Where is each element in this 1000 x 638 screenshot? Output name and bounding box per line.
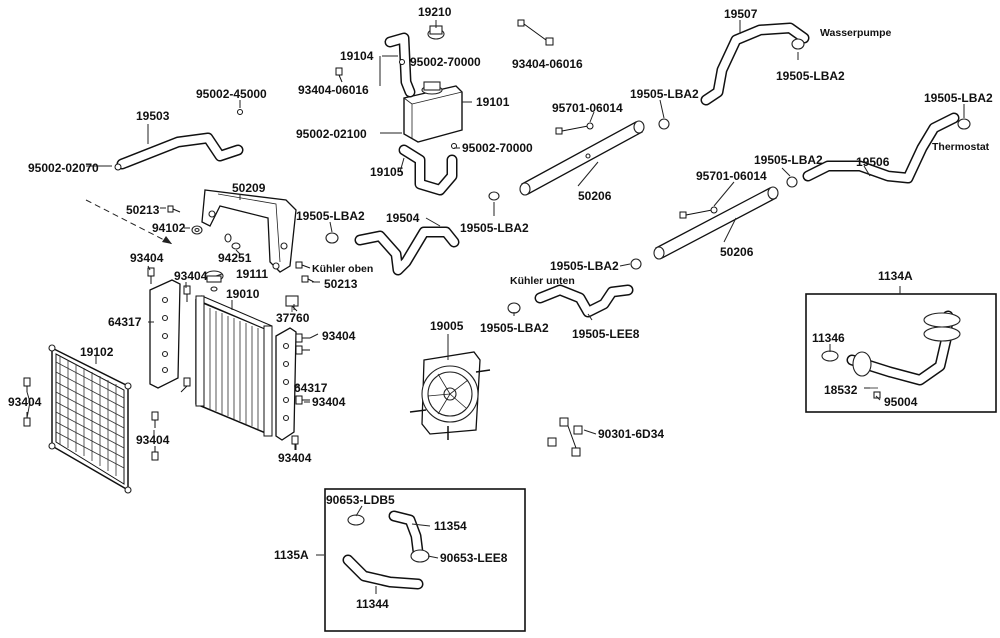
label-19505-c: 19505-LBA2	[296, 209, 365, 223]
note-kuehler-unten: Kühler unten	[510, 275, 575, 287]
cooling-fan-19005	[409, 351, 491, 440]
label-50206-a: 50206	[578, 189, 612, 203]
grommet-94102	[191, 225, 203, 235]
label-93404-r3: 93404	[278, 451, 312, 465]
water-pipe-50206-lower	[653, 186, 779, 260]
label-95004: 95004	[884, 395, 918, 409]
label-94251: 94251	[218, 251, 252, 265]
radiator-cap-19111	[204, 270, 224, 292]
clamps-lba2-upper	[658, 118, 971, 130]
label-93404-06016-left: 93404-06016	[298, 83, 369, 97]
label-94102: 94102	[152, 221, 186, 235]
bolt-95701-upper	[555, 122, 594, 135]
note-kuehler-oben: Kühler oben	[312, 263, 373, 275]
label-1135A: 1135A	[274, 548, 309, 562]
label-90301-6d34: 90301-6D34	[598, 427, 664, 441]
label-18532: 18532	[824, 383, 858, 397]
label-19506: 19506	[856, 155, 890, 169]
label-19104: 19104	[340, 49, 374, 63]
label-1134A: 1134A	[878, 269, 913, 283]
note-wasserpumpe: Wasserpumpe	[820, 27, 892, 39]
inset-box-1135A	[324, 488, 526, 632]
label-11344: 11344	[356, 597, 389, 611]
hose-kuehler-unten	[534, 284, 634, 318]
label-93404-r1: 93404	[322, 329, 356, 343]
collar-94251	[224, 233, 241, 250]
side-bracket-64317-left	[149, 279, 181, 389]
inset-box-1134A	[805, 293, 997, 413]
label-90653-ldb5: 90653-LDB5	[326, 493, 395, 507]
clips-95002	[114, 109, 243, 171]
hose-19503	[116, 132, 244, 170]
label-95002-70000-top: 95002-70000	[410, 55, 481, 69]
thermo-switch-37760	[285, 295, 299, 312]
label-95002-45000: 95002-45000	[196, 87, 267, 101]
label-19505-lee8: 19505-LEE8	[572, 327, 640, 341]
label-19503: 19503	[136, 109, 170, 123]
hose-19507	[700, 22, 810, 106]
assembly-arrow-line	[85, 199, 173, 245]
label-93404-bottom-mid: 93404	[136, 433, 170, 447]
label-19101: 19101	[476, 95, 510, 109]
note-thermostat: Thermostat	[932, 141, 990, 153]
hose-19504	[354, 226, 460, 276]
label-93404-l1: 93404	[130, 251, 164, 265]
label-19505-e: 19505-LBA2	[550, 259, 619, 273]
label-95002-70000-mid: 95002-70000	[462, 141, 533, 155]
label-19505-f: 19505-LBA2	[480, 321, 549, 335]
label-19504: 19504	[386, 211, 420, 225]
hose-19506	[802, 112, 960, 184]
label-50213-b: 50213	[324, 277, 358, 291]
label-19105: 19105	[370, 165, 404, 179]
hose-19105	[398, 144, 458, 196]
hose-assembly-1135A	[342, 510, 430, 590]
label-93404-06016-top: 93404-06016	[512, 57, 583, 71]
hose-assembly-1134A	[821, 310, 961, 399]
water-pipe-50206-upper	[519, 120, 645, 196]
label-37760: 37760	[276, 311, 310, 325]
label-64317-l: 64317	[108, 315, 142, 329]
label-19505-d: 19505-LBA2	[460, 221, 529, 235]
radiator-grille-19102	[48, 344, 132, 494]
label-11354: 11354	[434, 519, 467, 533]
label-95701-b: 95701-06014	[696, 169, 767, 183]
label-19505-b: 19505-LBA2	[754, 153, 823, 167]
cap-19210	[427, 25, 445, 40]
label-19505-wp: 19505-LBA2	[776, 69, 845, 83]
bolt-95701-lower	[679, 206, 718, 219]
label-50213-a: 50213	[126, 203, 160, 217]
label-95002-02100: 95002-02100	[296, 127, 367, 141]
label-19010: 19010	[226, 287, 260, 301]
label-95002-02070: 95002-02070	[28, 161, 99, 175]
label-90653-lee8: 90653-LEE8	[440, 551, 508, 565]
label-19505-thermo: 19505-LBA2	[924, 91, 993, 105]
label-11346: 11346	[812, 331, 845, 345]
label-95701-a: 95701-06014	[552, 101, 623, 115]
assembly-arrowhead	[162, 236, 172, 244]
label-93404-r2: 93404	[312, 395, 346, 409]
label-19505-a: 19505-LBA2	[630, 87, 699, 101]
label-50206-b: 50206	[720, 245, 754, 259]
hose-clamp-wp	[791, 38, 805, 50]
label-50209: 50209	[232, 181, 266, 195]
stay-50209	[201, 189, 297, 273]
label-19210: 19210	[418, 5, 452, 19]
label-64317-r: 64317	[294, 381, 328, 395]
side-bracket-64317-right	[275, 327, 297, 441]
label-93404-far-left: 93404	[8, 395, 42, 409]
mount-90301	[547, 417, 583, 457]
reservoir-tank-19101	[403, 81, 463, 143]
label-19005: 19005	[430, 319, 464, 333]
label-19111: 19111	[236, 267, 268, 281]
radiator-core-19010	[195, 295, 273, 437]
leader-lines	[26, 20, 965, 594]
label-19102: 19102	[80, 345, 114, 359]
label-19507: 19507	[724, 7, 758, 21]
hose-19104	[384, 32, 416, 98]
label-93404-l2: 93404	[174, 269, 208, 283]
